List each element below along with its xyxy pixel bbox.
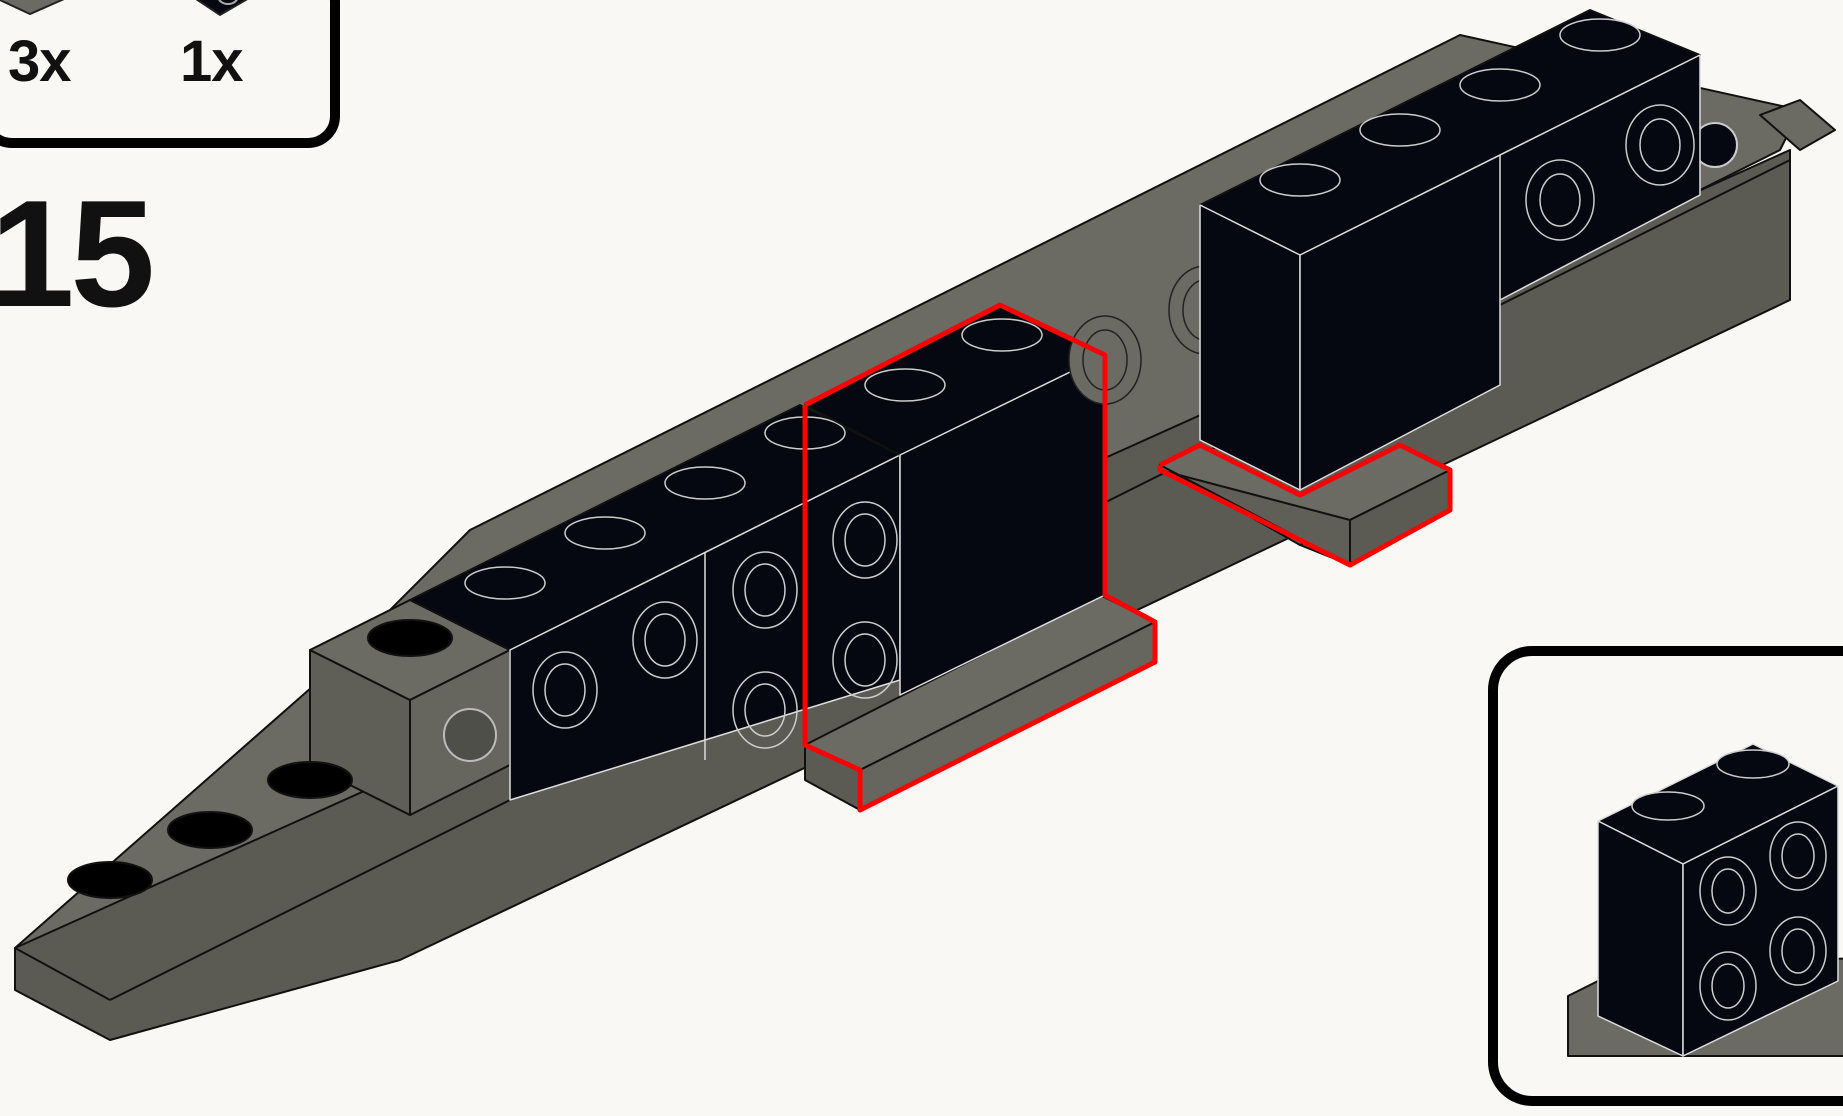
parts-thumbnails — [0, 0, 248, 17]
black-brick-right-front — [1199, 204, 1301, 491]
plate-thumbnail — [0, 0, 65, 16]
callout-technic-holes — [1699, 821, 1827, 1021]
step-number: 15 — [0, 169, 155, 339]
gray-technic-hole — [443, 708, 497, 762]
plate-stud — [267, 761, 353, 799]
technic-holes-right — [1525, 104, 1695, 241]
black-stud — [464, 566, 546, 600]
assembly-illustration — [14, 9, 1836, 1041]
callout-brick-side — [1682, 785, 1839, 1057]
parts-list-panel: 3x 1x — [0, 0, 340, 148]
callout-stud — [1631, 791, 1705, 821]
parts-quantity-2: 1x — [180, 29, 244, 94]
plate-stud — [167, 811, 253, 849]
plate-edge — [14, 947, 111, 1001]
new-part-highlight — [802, 302, 1453, 813]
callout-illustration — [1567, 743, 1843, 1057]
technic-holes-row — [532, 501, 898, 749]
gray-end-pin — [1759, 99, 1836, 151]
new-brick-stud — [864, 368, 946, 402]
black-stud — [564, 516, 646, 550]
callout-stud — [1716, 749, 1790, 779]
callout-panel — [1488, 646, 1843, 1106]
gray-stud — [367, 619, 453, 657]
new-brick-stud — [961, 318, 1043, 352]
black-brick-right-studs — [1259, 18, 1641, 197]
brick-thumbnail — [195, 0, 248, 17]
parts-quantity-1: 3x — [8, 29, 72, 94]
brick-thumbnail-hole — [218, 0, 238, 5]
plate-stud — [67, 861, 153, 899]
black-stud — [664, 466, 746, 500]
